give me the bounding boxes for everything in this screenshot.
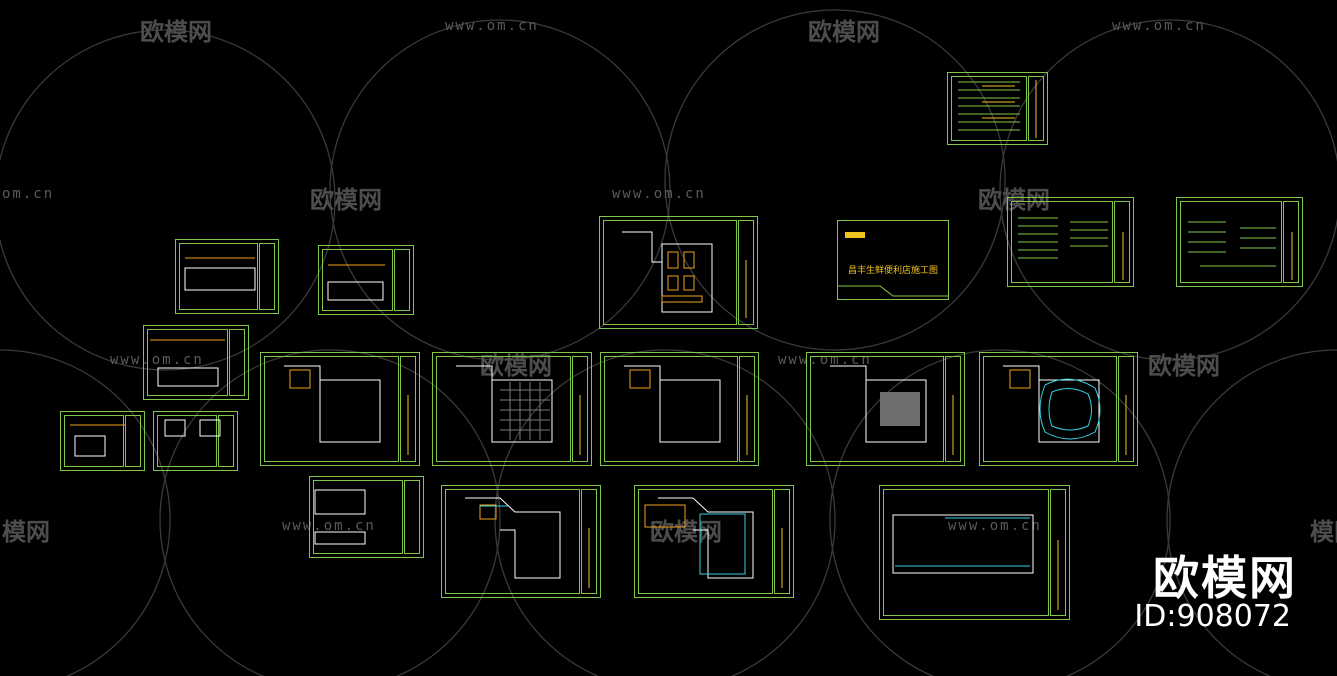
drawing-sheet-detail-2[interactable]: [60, 411, 145, 471]
watermark-brand: 欧模网: [140, 18, 212, 46]
drawing-sheet-lighting-plan[interactable]: [979, 352, 1138, 466]
drawing-sheet-original-plan[interactable]: [260, 352, 420, 466]
watermark-brand: 欧模网: [1148, 352, 1220, 380]
drawing-sheet-notes-1[interactable]: [1007, 197, 1134, 287]
watermark-brand: 欧模网: [978, 186, 1050, 214]
drawing-sheet-detail-3[interactable]: [153, 411, 238, 471]
cover-title: 昌丰生鲜便利店施工图: [847, 266, 938, 276]
watermark-brand: 模网: [2, 518, 50, 546]
watermark-brand: 欧模网: [310, 186, 382, 214]
drawing-sheet-detail-4[interactable]: [309, 476, 424, 558]
watermark-url: om.cn: [2, 186, 55, 202]
drawing-sheet-site-plan[interactable]: [879, 485, 1070, 620]
watermark-url: www.om.cn: [1112, 18, 1206, 34]
watermark-url: www.om.cn: [612, 186, 706, 202]
watermark-url: www.om.cn: [282, 518, 376, 534]
corner-brand-logo: 欧模网: [1153, 551, 1297, 605]
watermark-brand: 欧模网: [808, 18, 880, 46]
drawing-sheet-detail-1[interactable]: [143, 325, 249, 400]
watermark-brand: 欧模网: [650, 518, 722, 546]
drawing-sheet-ceiling-plan[interactable]: [806, 352, 965, 466]
watermark-url: www.om.cn: [948, 518, 1042, 534]
watermark-url: www.om.cn: [110, 352, 204, 368]
corner-model-id: ID:908072: [1134, 599, 1291, 634]
drawing-sheet-elevation-2[interactable]: [318, 245, 414, 315]
drawing-sheet-index[interactable]: [947, 72, 1048, 145]
watermark-brand: 模网: [1310, 518, 1337, 546]
drawing-sheet-wall-plan[interactable]: [600, 352, 759, 466]
drawing-sheet-elevation-1[interactable]: [175, 239, 279, 314]
watermark-url: www.om.cn: [445, 18, 539, 34]
drawing-sheet-floor-plan-layout[interactable]: [599, 216, 758, 329]
drawing-sheet-notes-2[interactable]: [1176, 197, 1303, 287]
drawing-sheet-plumbing-plan[interactable]: [634, 485, 794, 598]
drawing-sheet-electrical-plan[interactable]: [441, 485, 601, 598]
drawing-sheet-cover[interactable]: 昌丰生鲜便利店施工图: [837, 220, 949, 300]
drawing-sheet-floor-tile-plan[interactable]: [432, 352, 592, 466]
